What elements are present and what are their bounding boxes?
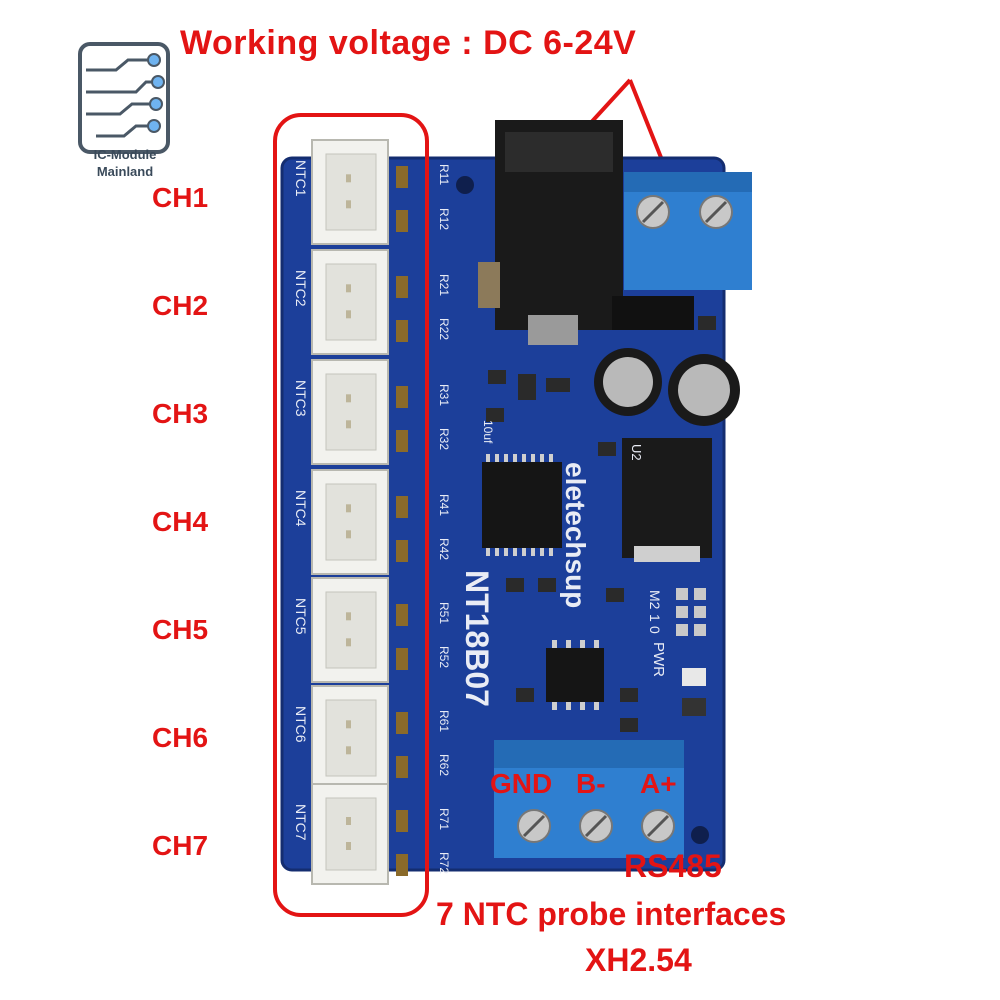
ntc-connector-2 [311,249,389,355]
ntc-connector-4 [311,469,389,575]
resistor-pad [396,540,408,562]
working-voltage-headline: Working voltage : DC 6-24V [180,24,637,62]
model-silkscreen: NT18B07 [459,570,495,707]
ntc-connector-7 [311,783,389,885]
channel-label-3: CH3 [152,398,209,429]
resistor-silkscreen: R62 [437,754,451,776]
rs485-pin-gnd: GND [490,768,553,799]
resistor-pad [396,276,408,298]
probe-interfaces-caption: 7 NTC probe interfaces [436,896,787,932]
jumper-header [612,296,694,330]
mode-silkscreen-m2: M2 [647,590,663,610]
resistor-silkscreen: R21 [437,274,451,296]
ntc-connector-3 [311,359,389,465]
connector-highlight-box [273,113,429,917]
resistor-pad [396,496,408,518]
resistor-pad [396,810,408,832]
connector-type-caption: XH2.54 [585,942,692,978]
resistor-silkscreen: R51 [437,602,451,624]
resistor-silkscreen: R42 [437,538,451,560]
pwr-silkscreen: PWR [650,642,667,677]
channel-label-5: CH5 [152,614,209,645]
logo-text: IC-Module Mainland [70,146,180,180]
mode-silkscreen-1: 1 [647,614,663,622]
resistor-silkscreen: R52 [437,646,451,668]
ntc-silkscreen-2: NTC2 [293,270,309,307]
channel-label-2: CH2 [152,290,209,321]
channel-label-1: CH1 [152,182,209,213]
logo-line-1: IC-Module [93,147,157,162]
rs485-pin-b-minus: B- [576,768,606,799]
rs485-pin-a-plus: A+ [640,768,677,799]
resistor-silkscreen: R11 [437,164,451,185]
ntc-silkscreen-5: NTC5 [293,598,309,635]
ntc-connector-1 [311,139,389,245]
resistor-silkscreen: R12 [437,208,451,230]
resistor-pad [396,386,408,408]
resistor-pad [396,648,408,670]
ntc-silkscreen-3: NTC3 [293,380,309,417]
mounting-hole [456,176,474,194]
main-ic [482,462,562,548]
resistor-pad [396,430,408,452]
ntc-silkscreen-1: NTC1 [293,160,309,197]
ntc-silkscreen-7: NTC7 [293,804,309,841]
resistor-pad [396,320,408,342]
resistor-pad [396,604,408,626]
u2-silkscreen: U2 [629,444,644,461]
brand-silkscreen: eletechsup [560,462,591,608]
ntc-connector-6 [311,685,389,791]
resistor-pad [396,756,408,778]
resistor-silkscreen: R72 [437,852,451,874]
resistor-pad [396,210,408,232]
cap-silkscreen: 10uf [481,420,495,444]
mode-pads [676,588,706,636]
channel-label-7: CH7 [152,830,209,861]
resistor-pad [396,854,408,876]
pwr-led [682,668,706,686]
resistor-silkscreen: R71 [437,808,451,830]
logo-line-2: Mainland [96,164,154,179]
ntc-silkscreen-6: NTC6 [293,706,309,743]
resistor-pad [396,166,408,188]
ntc-silkscreen-4: NTC4 [293,490,309,527]
resistor-silkscreen: R41 [437,494,451,516]
resistor-pad [396,712,408,734]
mounting-hole [691,826,709,844]
channel-label-6: CH6 [152,722,209,753]
rs485-ic [546,648,604,702]
channel-label-4: CH4 [152,506,209,537]
ntc-connector-5 [311,577,389,683]
rs485-caption: RS485 [624,848,722,884]
resistor-silkscreen: R22 [437,318,451,340]
resistor-silkscreen: R61 [437,710,451,732]
ic-module-logo-icon [78,42,170,154]
resistor-silkscreen: R31 [437,384,451,406]
regulator-u2 [622,438,712,558]
mode-silkscreen-0: 0 [647,626,663,634]
resistor-silkscreen: R32 [437,428,451,450]
